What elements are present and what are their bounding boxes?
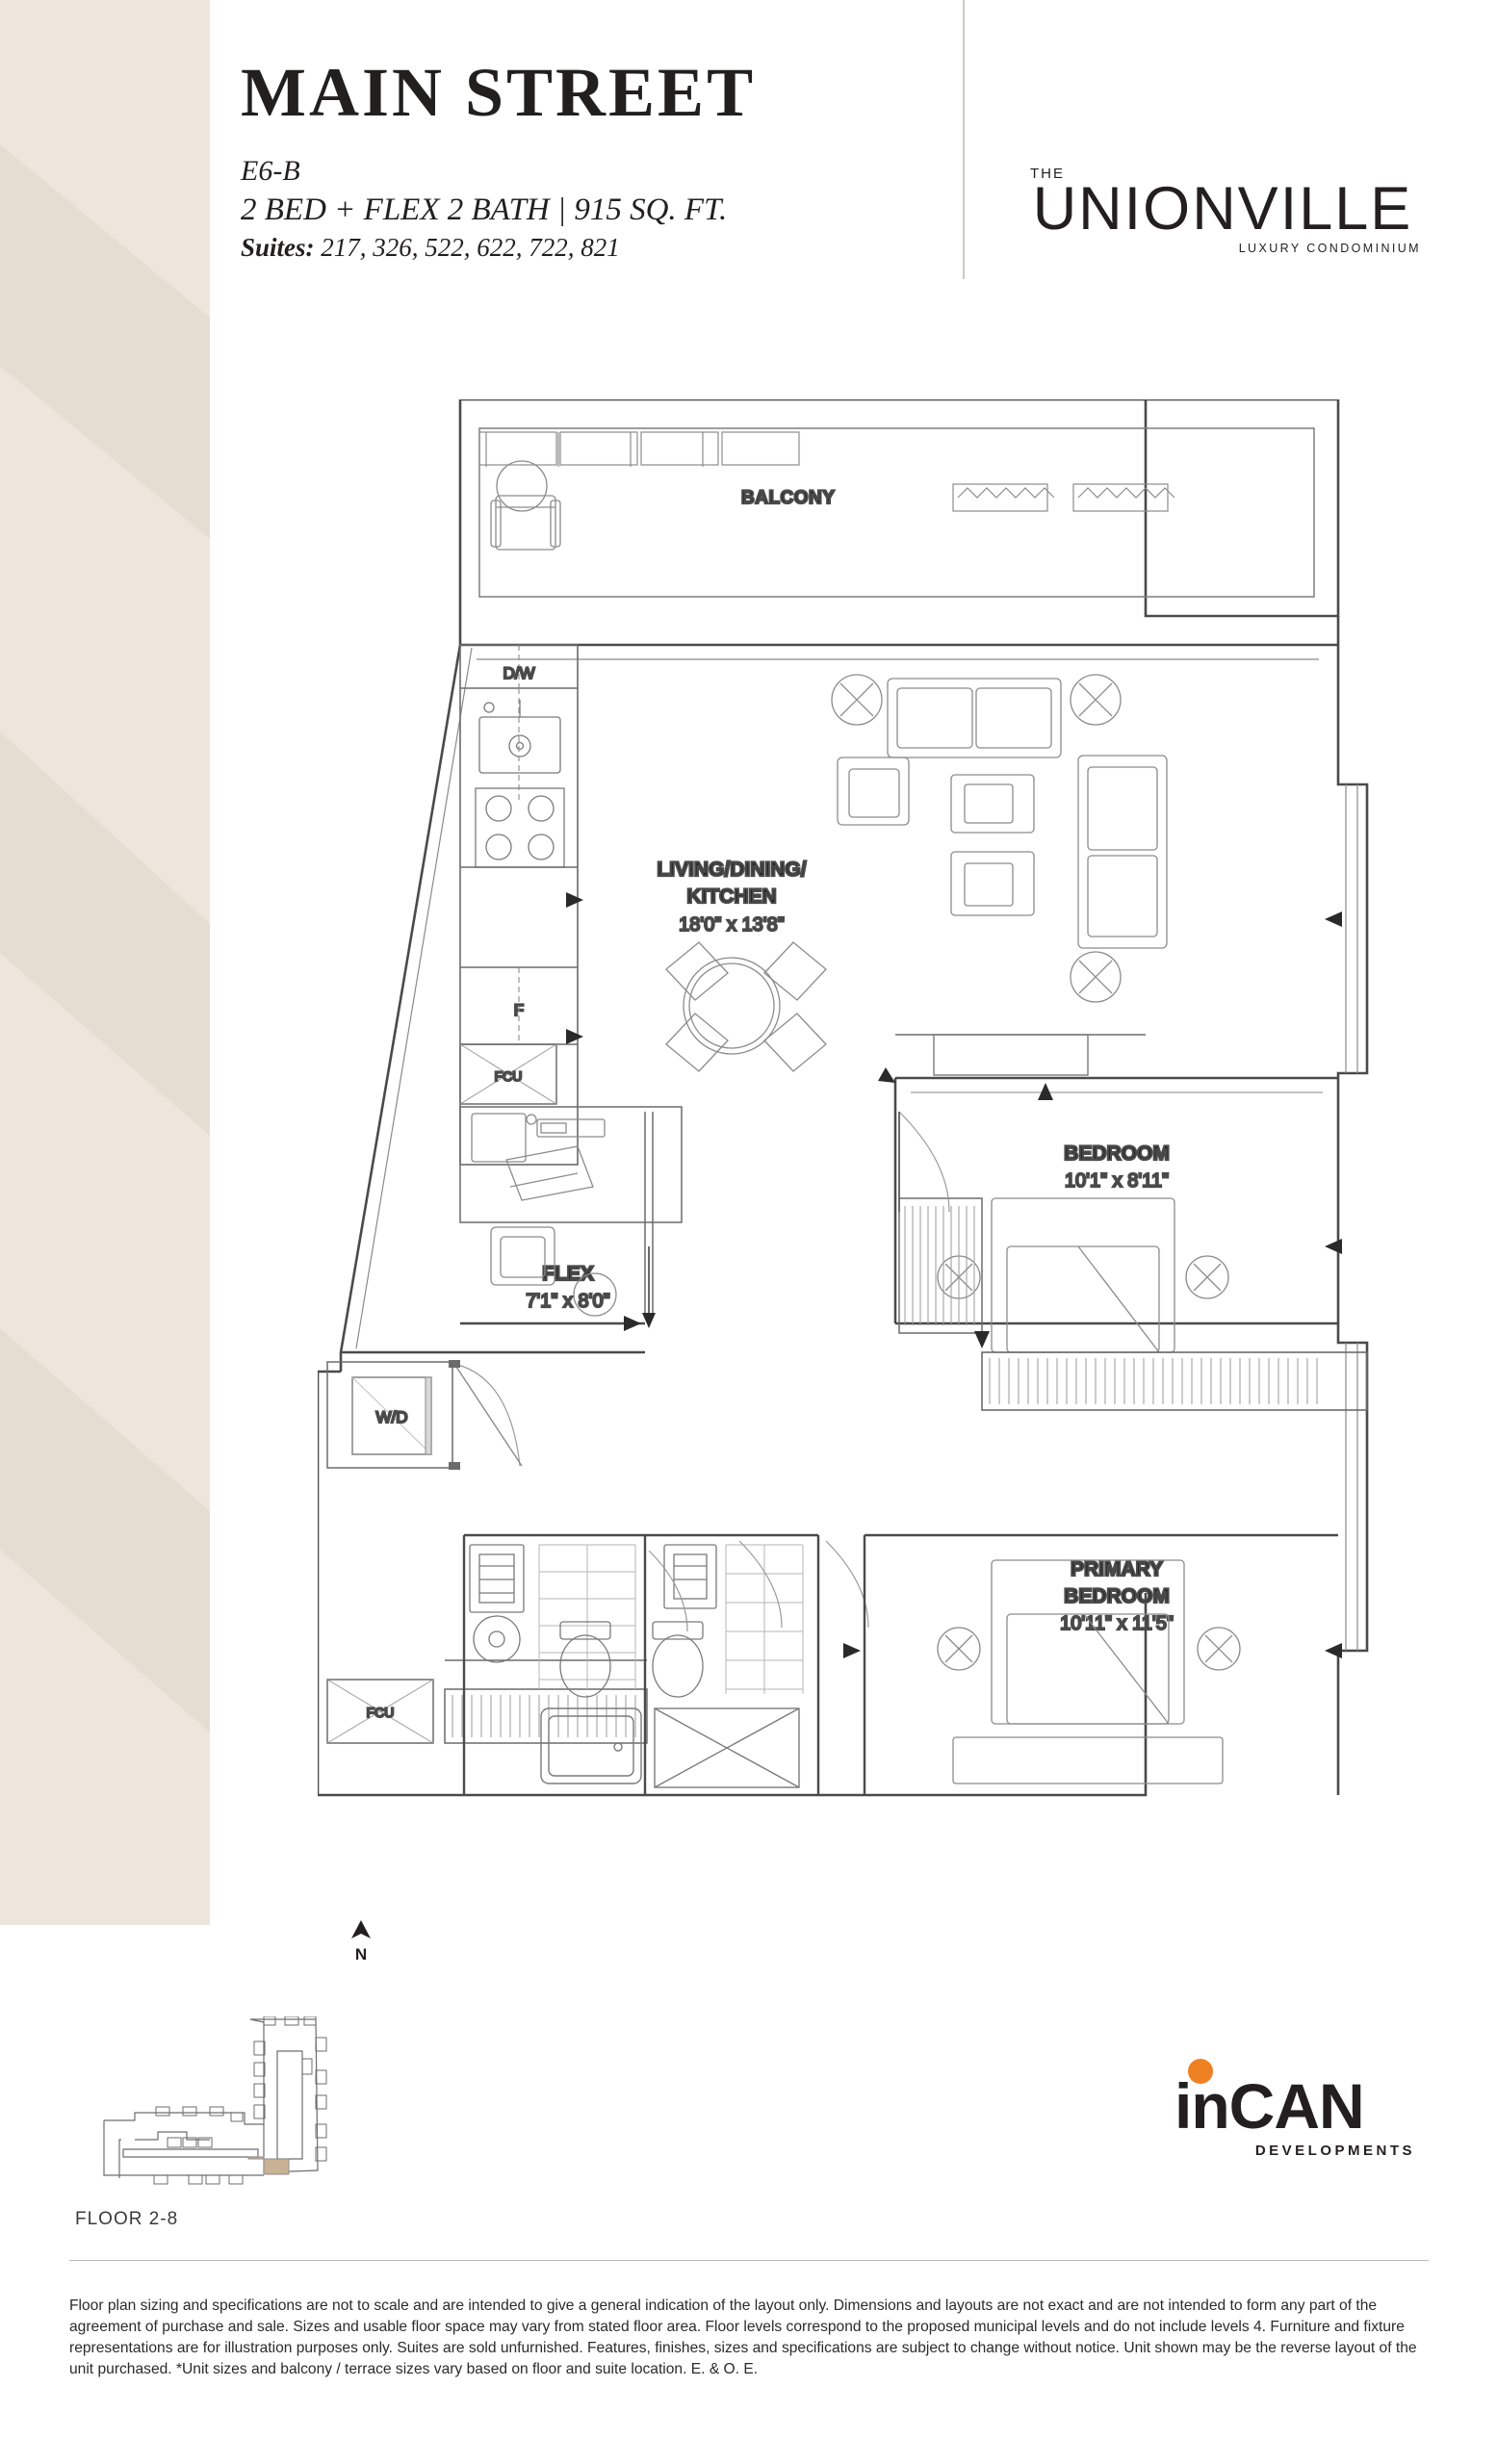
unionville-logo: THE UNIONVILLE LUXURY CONDOMINIUM [1020, 166, 1425, 255]
room-label-primary-line2: BEDROOM [1064, 1585, 1170, 1607]
room-label-ldk-line2: KITCHEN [686, 886, 776, 908]
brand-the: THE [1030, 166, 1065, 182]
incan-logo: inCAN DEVELOPMENTS [1174, 2059, 1415, 2159]
keyplan-floor-label: FLOOR 2-8 [75, 2209, 179, 2229]
room-label-flex: FLEX [542, 1263, 594, 1285]
plan-description: 2 BED + FLEX 2 BATH | 915 SQ. FT. [241, 192, 728, 227]
suites-prefix: Suites: [241, 232, 315, 262]
north-label: N [354, 1945, 368, 1964]
key-plan [103, 2016, 327, 2185]
room-dims-ldk: 18'0" x 13'8" [679, 914, 785, 936]
floorplan-drawing: BALCONY D/W [318, 399, 1369, 1797]
north-arrow-icon [351, 1920, 371, 1938]
brand-name: UNIONVILLE [1032, 175, 1413, 243]
plan-code: E6-B [241, 155, 300, 187]
room-label-balcony: BALCONY [741, 488, 835, 508]
room-label-bedroom: BEDROOM [1064, 1142, 1170, 1165]
page-title: MAIN STREET [241, 54, 757, 131]
room-dims-bedroom: 10'1" x 8'11" [1065, 1170, 1169, 1192]
incan-in: in [1174, 2070, 1230, 2142]
plan-suites: Suites: 217, 326, 522, 622, 722, 821 [241, 231, 1444, 265]
appliance-label-fcu-lower: FCU [367, 1705, 395, 1720]
appliance-label-fcu-upper: FCU [495, 1068, 523, 1084]
incan-can: CAN [1228, 2070, 1365, 2142]
room-dims-flex: 7'1" x 8'0" [526, 1291, 609, 1312]
incan-tagline: DEVELOPMENTS [1254, 2143, 1415, 2159]
incan-wordmark: inCAN [1174, 2059, 1415, 2138]
incan-dot-icon [1188, 2059, 1213, 2084]
decorative-side-band [0, 0, 210, 1925]
plan-summary: E6-B 2 BED + FLEX 2 BATH | 915 SQ. FT. S… [241, 152, 1444, 265]
north-arrow: N [342, 1920, 380, 1964]
room-label-ldk-line1: LIVING/DINING/ [657, 859, 806, 881]
header-divider [963, 0, 965, 279]
footer-divider [69, 2260, 1429, 2261]
brand-tagline: LUXURY CONDOMINIUM [1238, 242, 1421, 256]
document-header: MAIN STREET E6-B 2 BED + FLEX 2 BATH | 9… [241, 58, 1444, 308]
room-dims-primary: 10'11" x 11'5" [1060, 1613, 1174, 1634]
room-label-primary-line1: PRIMARY [1071, 1558, 1163, 1580]
suites-list: 217, 326, 522, 622, 722, 821 [314, 232, 620, 262]
appliance-label-washer-dryer: W/D [375, 1408, 407, 1426]
appliance-label-dishwasher: D/W [503, 664, 534, 682]
disclaimer-text: Floor plan sizing and specifications are… [69, 2297, 1417, 2378]
